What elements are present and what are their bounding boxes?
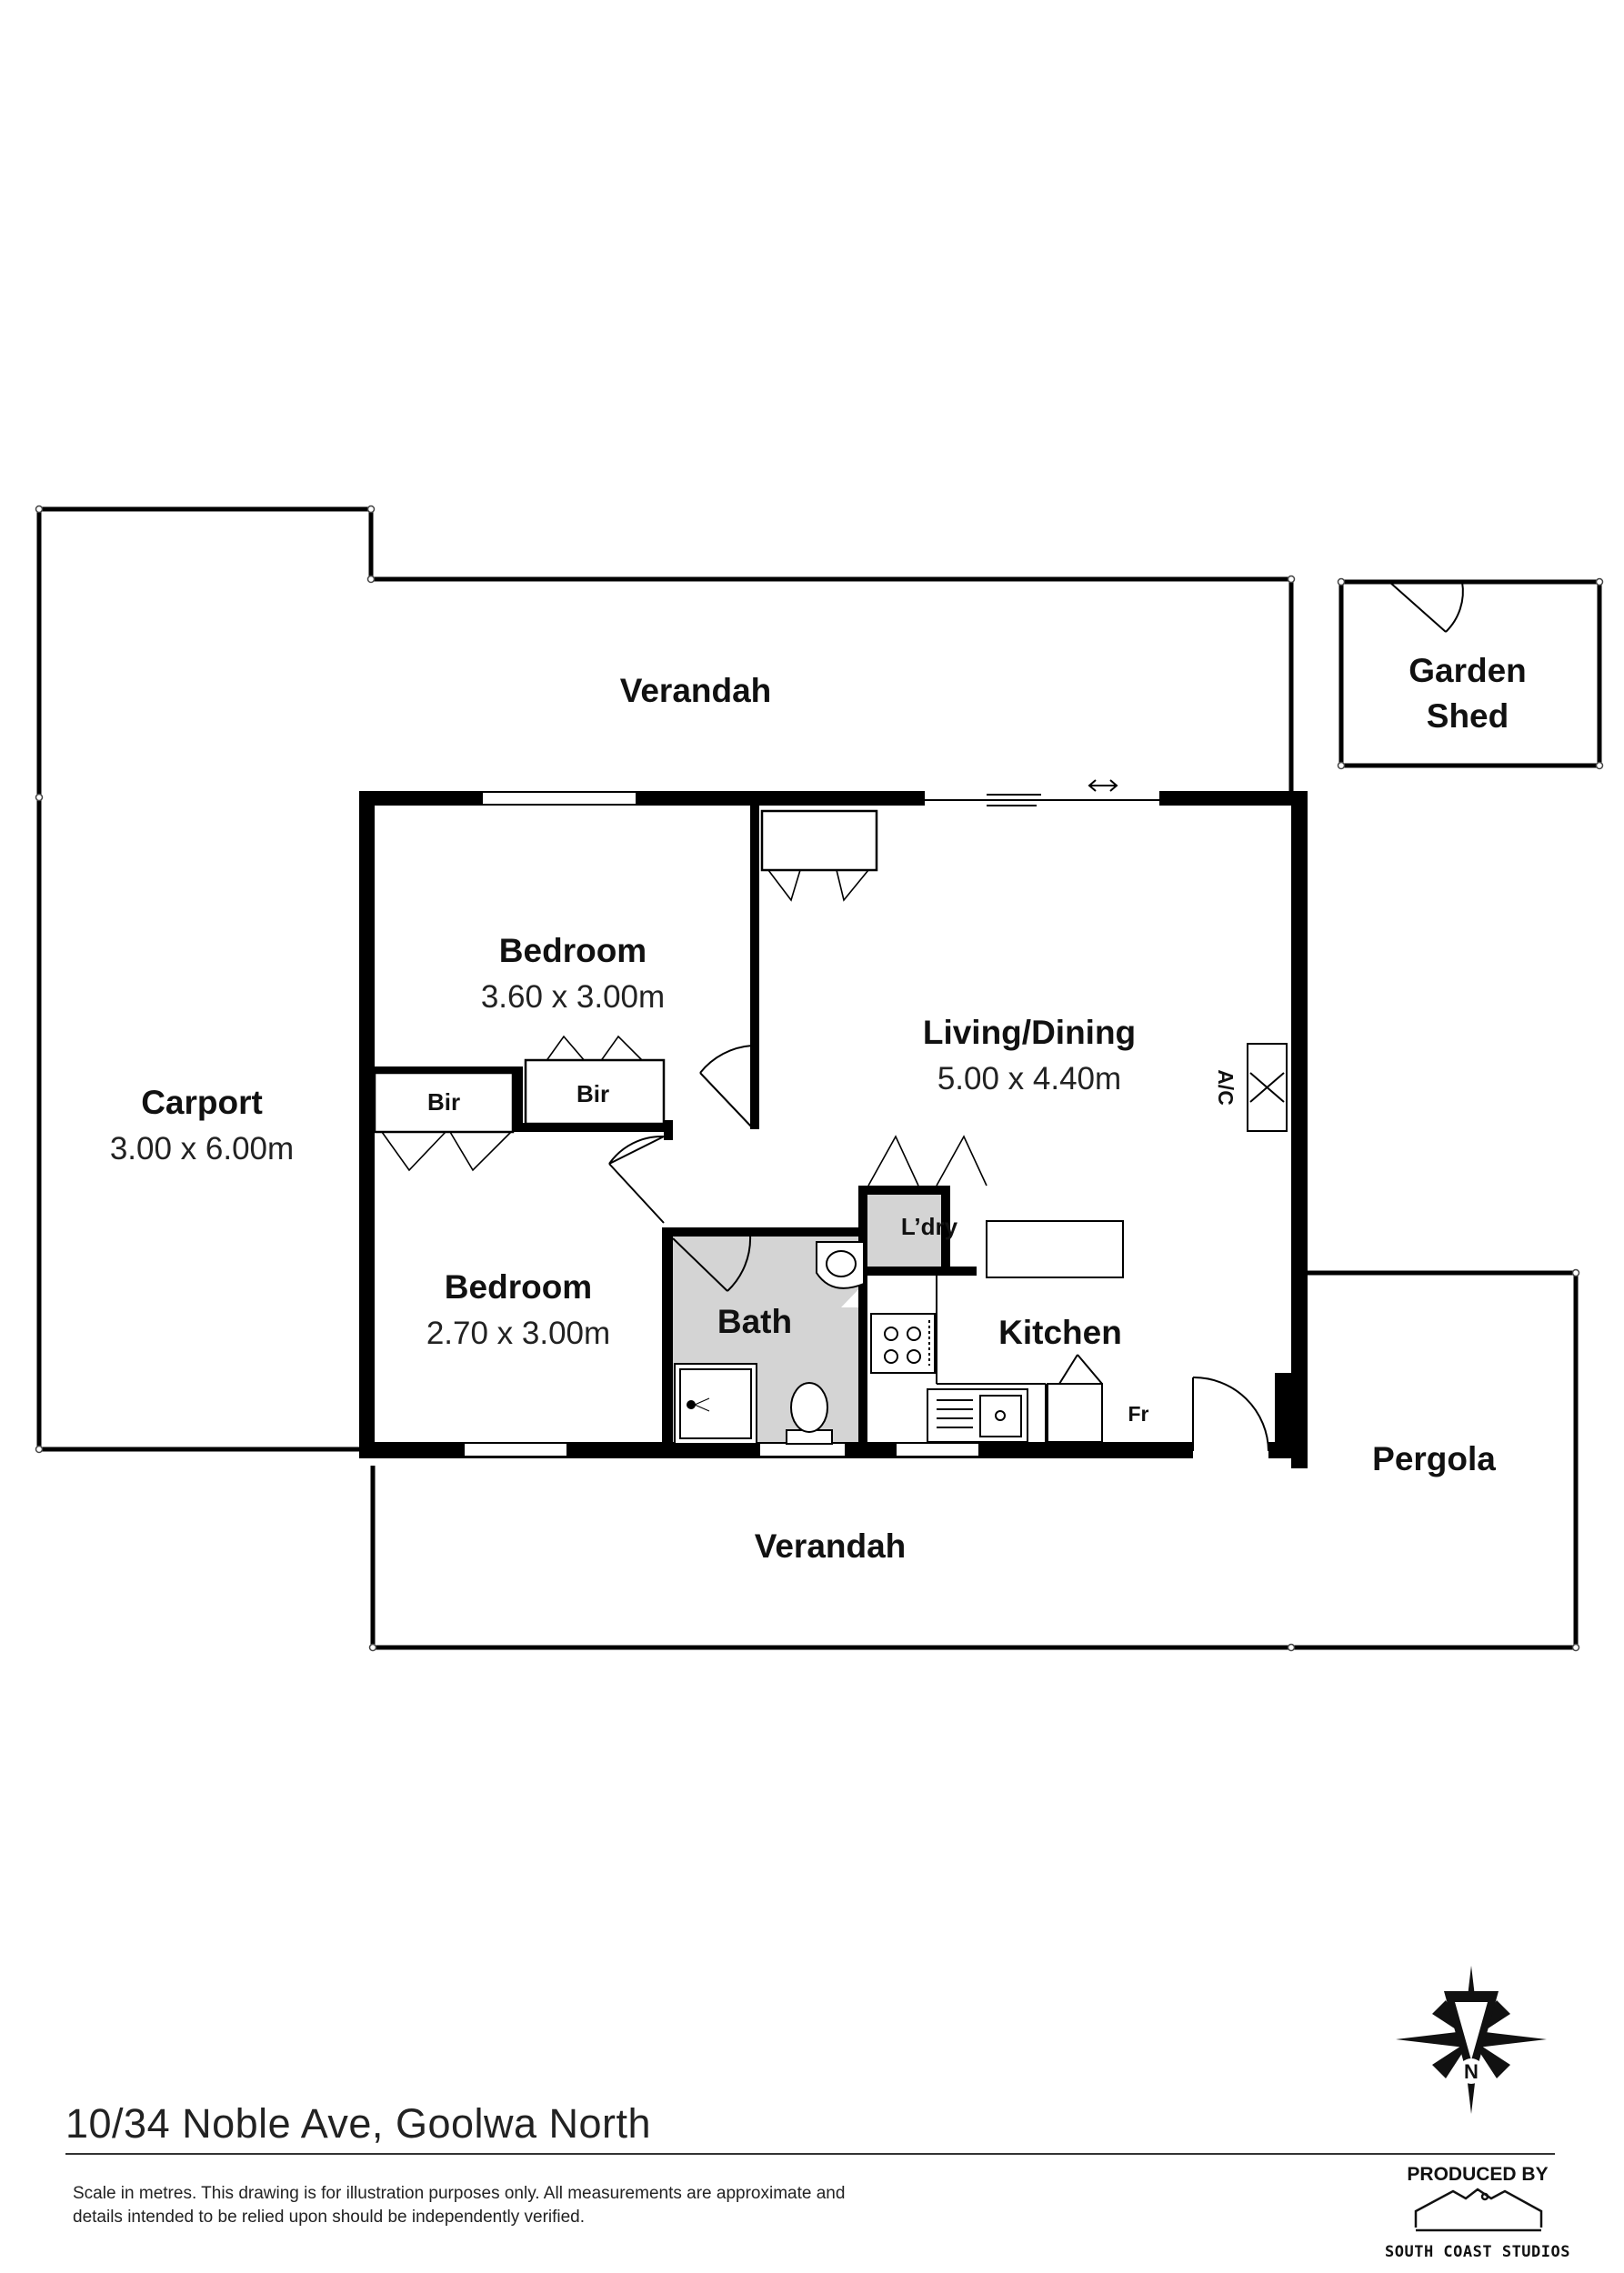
house-walls [359, 791, 1308, 1468]
footer-divider [65, 2153, 1555, 2155]
bedroom1-label: Bedroom [499, 932, 647, 969]
ac-label: A/C [1214, 1069, 1238, 1106]
verandah-bottom-label: Verandah [755, 1527, 907, 1565]
produced-by-label: PRODUCED BY [1407, 2164, 1549, 2185]
sliding-door [925, 779, 1159, 806]
fridge-label: Fr [1128, 1402, 1149, 1426]
pergola-label: Pergola [1372, 1440, 1496, 1477]
studio-logo-icon [1414, 2188, 1543, 2232]
laundry-label: L’dry [901, 1213, 958, 1240]
bedroom1-dims: 3.60 x 3.00m [481, 979, 665, 1015]
verandah-top-label: Verandah [620, 672, 772, 709]
garden-shed-outline [1338, 579, 1602, 768]
bedroom2-dims: 2.70 x 3.00m [426, 1316, 610, 1351]
garden-shed-label-line1: Garden [1408, 652, 1527, 689]
disclaimer-text: Scale in metres. This drawing is for ill… [73, 2184, 846, 2227]
studio-name: SOUTH COAST STUDIOS [1385, 2243, 1570, 2261]
bir-right-label: Bir [576, 1080, 609, 1107]
bathroom-fixtures [674, 1241, 865, 1445]
wardrobe-doors [381, 809, 987, 1187]
bath-label: Bath [717, 1303, 792, 1340]
living-dining-dims: 5.00 x 4.40m [937, 1061, 1121, 1096]
living-dining-label: Living/Dining [923, 1014, 1136, 1051]
property-address: 10/34 Noble Ave, Goolwa North [65, 2100, 652, 2147]
built-in-robes [373, 1058, 666, 1134]
kitchen-fixtures [870, 1220, 1124, 1443]
doors [608, 581, 1464, 1452]
carport-label: Carport [141, 1084, 263, 1121]
garden-shed-label-line2: Shed [1427, 697, 1509, 735]
carport-dims: 3.00 x 6.00m [110, 1131, 294, 1167]
corner-nodes [35, 505, 1604, 1652]
bedroom2-label: Bedroom [445, 1268, 592, 1306]
bir-left-label: Bir [427, 1088, 460, 1116]
compass-icon: N [1396, 1966, 1547, 2114]
compass-north-letter: N [1464, 2060, 1479, 2083]
outdoor-outlines [36, 506, 1602, 1650]
kitchen-label: Kitchen [998, 1314, 1122, 1351]
windows [463, 791, 980, 1457]
ac-unit [1247, 1043, 1288, 1132]
